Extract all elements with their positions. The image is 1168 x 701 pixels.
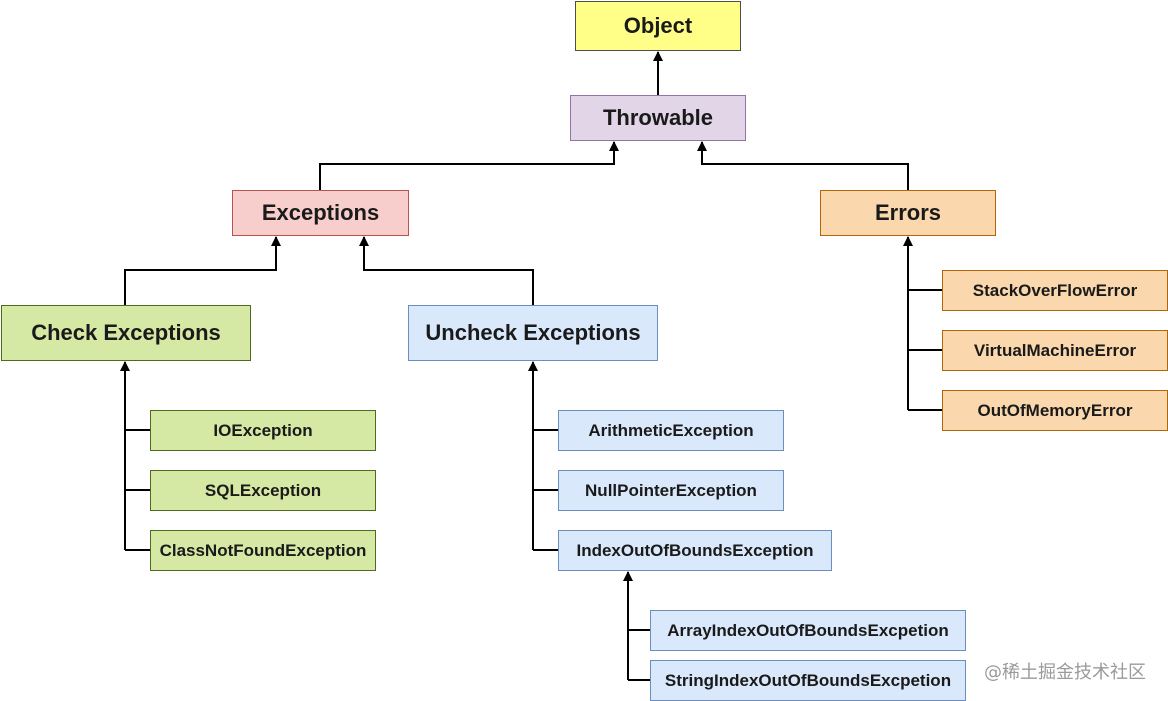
node-sql-exception: SQLException bbox=[150, 470, 376, 511]
node-throwable: Throwable bbox=[570, 95, 746, 141]
connector-check-exceptions bbox=[124, 236, 281, 305]
node-errors: Errors bbox=[820, 190, 996, 236]
node-index-out-of-bounds-exception: IndexOutOfBoundsException bbox=[558, 530, 832, 571]
node-uncheck-exceptions: Uncheck Exceptions bbox=[408, 305, 658, 361]
node-object: Object bbox=[575, 1, 741, 51]
node-array-index-out-of-bounds: ArrayIndexOutOfBoundsExcpetion bbox=[650, 610, 966, 651]
node-out-of-memory-error: OutOfMemoryError bbox=[942, 390, 1168, 431]
connector-uncheck-exceptions bbox=[359, 236, 534, 305]
node-arithmetic-exception: ArithmeticException bbox=[558, 410, 784, 451]
node-virtual-machine-error: VirtualMachineError bbox=[942, 330, 1168, 371]
node-stack-overflow-error: StackOverFlowError bbox=[942, 270, 1168, 311]
node-io-exception: IOException bbox=[150, 410, 376, 451]
watermark-text: @稀土掘金技术社区 bbox=[984, 662, 1146, 683]
node-class-not-found-exception: ClassNotFoundException bbox=[150, 530, 376, 571]
node-null-pointer-exception: NullPointerException bbox=[558, 470, 784, 511]
connector-exceptions-throwable bbox=[319, 141, 619, 190]
node-check-exceptions: Check Exceptions bbox=[1, 305, 251, 361]
node-exceptions: Exceptions bbox=[232, 190, 409, 236]
connector-errors-throwable bbox=[697, 141, 909, 190]
node-string-index-out-of-bounds: StringIndexOutOfBoundsExcpetion bbox=[650, 660, 966, 701]
